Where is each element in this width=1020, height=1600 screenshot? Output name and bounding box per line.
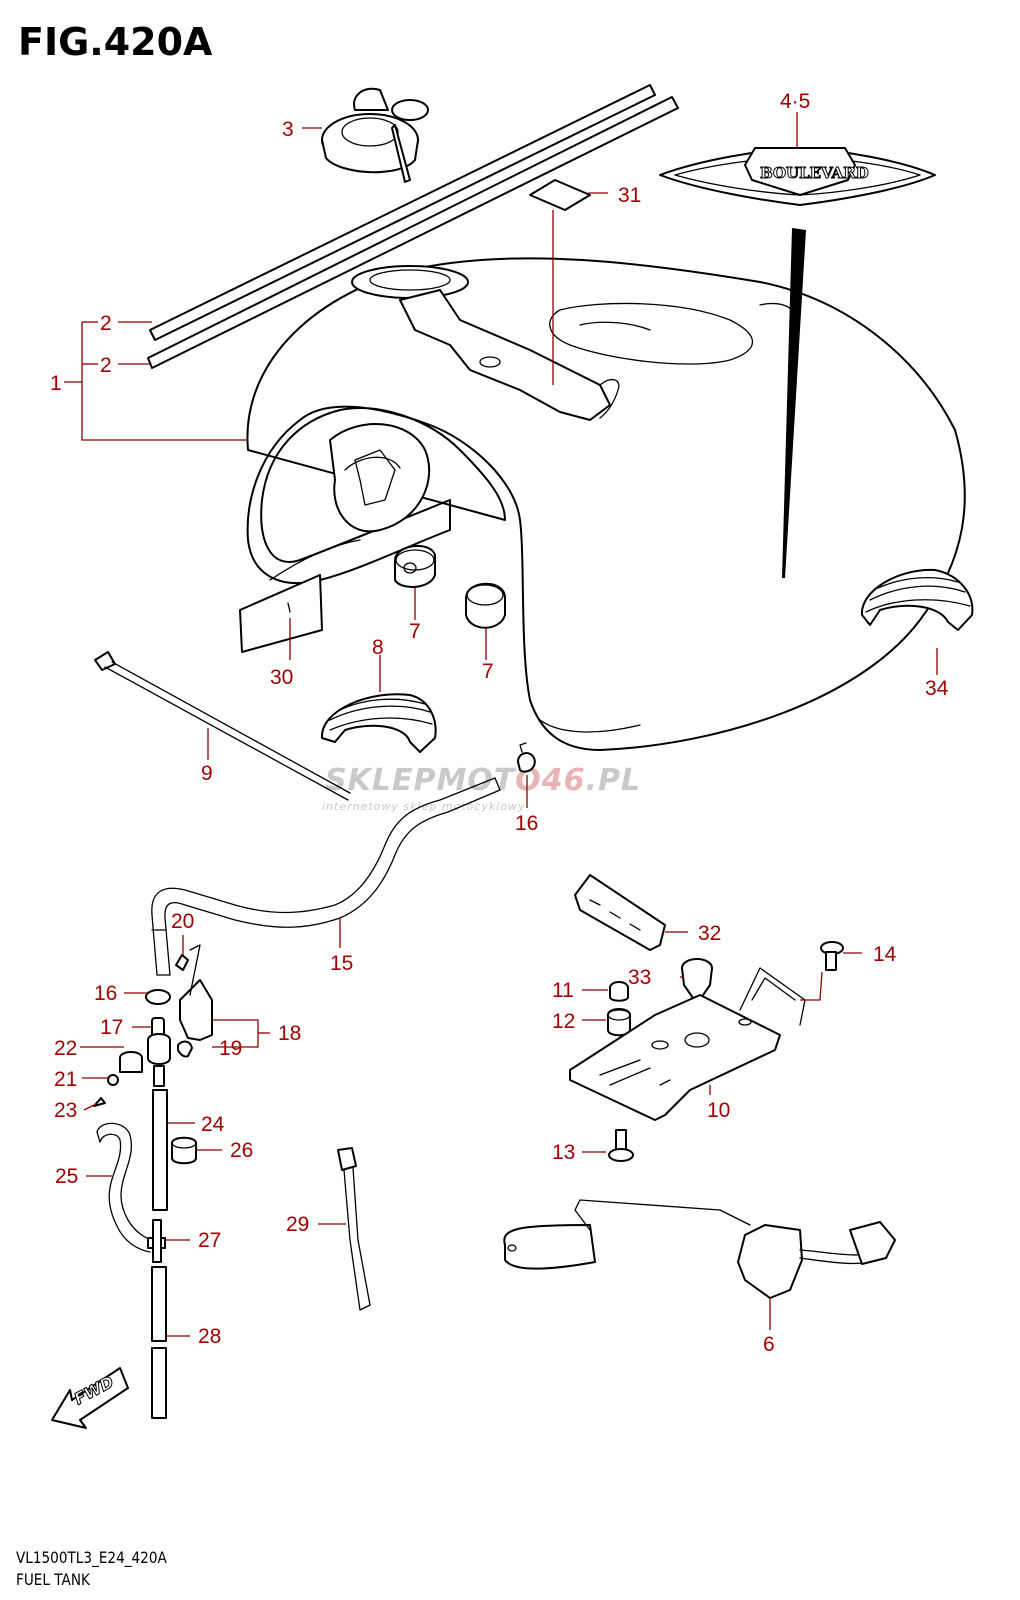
- cushion-34: [860, 568, 974, 631]
- callout-19: 19: [219, 1037, 242, 1060]
- callout-22: 22: [54, 1037, 77, 1060]
- callout-8: 8: [372, 636, 384, 659]
- callout-10: 10: [707, 1099, 730, 1122]
- callout-3: 3: [282, 118, 294, 141]
- callout-25: 25: [55, 1165, 78, 1188]
- hose-28: [151, 1266, 167, 1419]
- grommet-7a: [394, 544, 436, 588]
- bracket-10: [569, 967, 806, 1121]
- callout-16-left: 16: [94, 982, 117, 1005]
- grommet-12: [607, 1008, 631, 1037]
- clip-21: [107, 1074, 119, 1086]
- callout-29: 29: [286, 1213, 309, 1236]
- hose-24: [152, 1089, 168, 1211]
- callout-30: 30: [270, 666, 293, 689]
- watermark-suffix: .PL: [586, 763, 642, 798]
- fuel-cap: [321, 87, 429, 183]
- watermark-tagline: internetowy sklep motocyklowy: [322, 800, 526, 813]
- callout-34: 34: [925, 677, 949, 700]
- callout-4-5: 4·5: [780, 90, 810, 113]
- callout-16-top: 16: [515, 812, 538, 835]
- grommet-7b: [465, 582, 506, 629]
- callout-18: 18: [278, 1022, 301, 1045]
- callout-28: 28: [198, 1325, 221, 1348]
- bolt-20: [175, 954, 189, 971]
- grommet-11: [609, 981, 629, 1002]
- callout-26: 26: [230, 1139, 253, 1162]
- callout-33: 33: [628, 966, 651, 989]
- callout-13: 13: [552, 1141, 575, 1164]
- svg-text:SKLEPMOTO46.PL: SKLEPMOTO46.PL: [325, 763, 641, 798]
- hose-25: [96, 1122, 153, 1253]
- emblem-text: BOULEVARD: [760, 164, 869, 182]
- callout-15: 15: [330, 952, 353, 975]
- label-31: [529, 179, 591, 211]
- callout-2-lower: 2: [100, 354, 112, 377]
- hose-clamp-16b: [145, 989, 171, 1005]
- cushion-8: [320, 693, 437, 753]
- callout-23: 23: [54, 1099, 77, 1122]
- callout-6: 6: [763, 1333, 775, 1356]
- callout-11: 11: [552, 979, 574, 1002]
- fuel-level-sender-6: [503, 1199, 896, 1299]
- callout-labels: 1 2 2 3 4·5 31 7 7 30 8 34 9 16 15 20 16…: [50, 90, 949, 1356]
- screw-23: [93, 1097, 106, 1107]
- callout-14: 14: [873, 943, 897, 966]
- ring-26: [171, 1136, 197, 1165]
- callout-12: 12: [552, 1010, 575, 1033]
- model-code: VL1500TL3_E24_420A: [16, 1548, 167, 1567]
- emblem-tape: [782, 228, 806, 578]
- callout-17: 17: [100, 1016, 123, 1039]
- t-joint-27: [147, 1219, 166, 1263]
- bolt-13: [608, 1129, 634, 1162]
- watermark: SKLEPMOTO46.PL internetowy sklep motocyk…: [322, 763, 641, 813]
- callout-7a: 7: [409, 620, 421, 643]
- callout-2-upper: 2: [100, 312, 112, 335]
- callout-9: 9: [201, 762, 213, 785]
- bumper-33: [681, 958, 713, 999]
- forward-arrow: FWD: [51, 1367, 129, 1429]
- watermark-brand: SKLEPMOT: [325, 763, 517, 798]
- cable-tie-29: [337, 1147, 371, 1311]
- label-30: [239, 574, 323, 653]
- cable-tie-9: [94, 651, 351, 801]
- clip-22: [119, 1051, 143, 1073]
- block-32: [574, 874, 666, 951]
- fuel-valve-assembly: [93, 944, 213, 1107]
- callout-24: 24: [201, 1113, 225, 1136]
- valve-bracket: [179, 979, 213, 1041]
- tank-strip-lower: [147, 96, 679, 369]
- callout-20: 20: [171, 910, 194, 933]
- callout-21: 21: [54, 1068, 77, 1091]
- callout-27: 27: [198, 1229, 221, 1252]
- clip-19: [177, 1040, 193, 1058]
- callout-32: 32: [698, 922, 721, 945]
- tank-strip-upper: [149, 84, 656, 341]
- leader-lines: [64, 112, 938, 1337]
- hose-clamp-16a: [517, 742, 536, 773]
- bolt-14: [820, 941, 844, 971]
- callout-31: 31: [618, 184, 641, 207]
- figure-title: FIG.420A: [18, 20, 213, 64]
- fuel-tank: [246, 257, 966, 751]
- valve-17: [147, 1033, 171, 1065]
- callout-1: 1: [50, 372, 62, 395]
- figure-caption: FUEL TANK: [16, 1570, 90, 1589]
- tank-emblem: BOULEVARD: [659, 147, 936, 206]
- callout-7b: 7: [482, 660, 494, 683]
